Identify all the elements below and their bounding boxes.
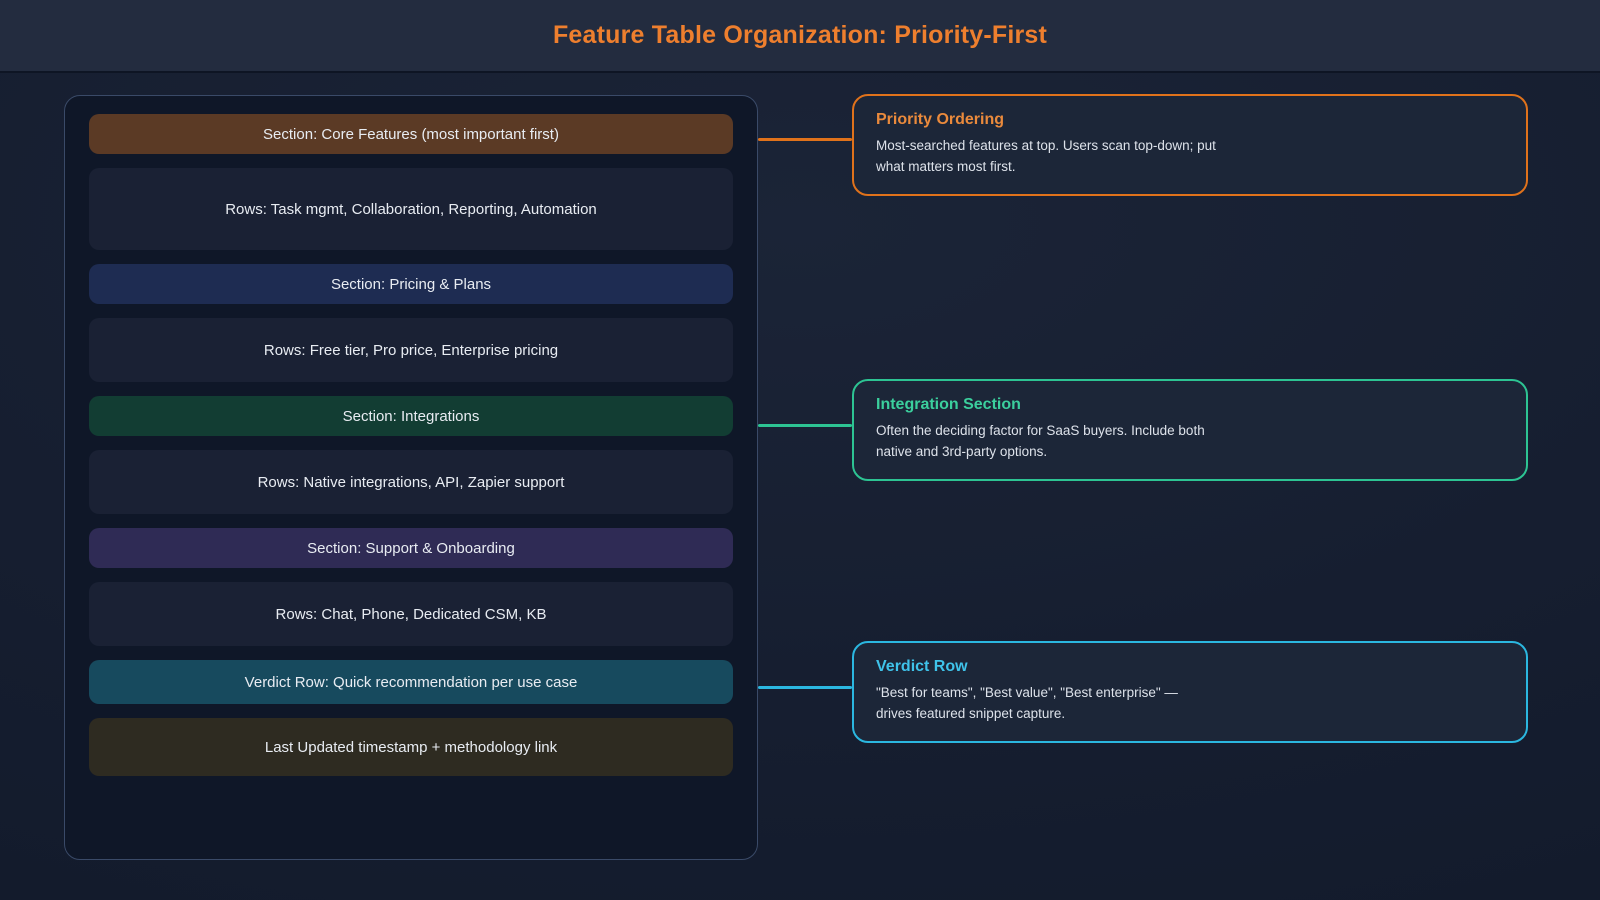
callout-title: Verdict Row xyxy=(876,658,968,675)
connector-priority-line xyxy=(758,138,852,141)
row-verdict: Verdict Row: Quick recommendation per us… xyxy=(89,660,733,704)
row-last-updated: Last Updated timestamp + methodology lin… xyxy=(89,718,733,776)
callout-title: Priority Ordering xyxy=(876,111,1005,128)
row-support-rows: Rows: Chat, Phone, Dedicated CSM, KB xyxy=(89,582,733,646)
row-section-integrations: Section: Integrations xyxy=(89,396,733,436)
callout-verdict-row: Verdict Row "Best for teams", "Best valu… xyxy=(852,641,1528,743)
connector-verdict-line xyxy=(758,686,852,689)
row-section-support: Section: Support & Onboarding xyxy=(89,528,733,568)
row-integration-rows: Rows: Native integrations, API, Zapier s… xyxy=(89,450,733,514)
callout-body: "Best for teams", "Best value", "Best en… xyxy=(876,685,1178,721)
connector-integration-line xyxy=(758,424,852,427)
callout-body: Often the deciding factor for SaaS buyer… xyxy=(876,423,1205,459)
callout-integration-section: Integration Section Often the deciding f… xyxy=(852,379,1528,481)
callout-body: Most-searched features at top. Users sca… xyxy=(876,138,1216,174)
row-section-pricing: Section: Pricing & Plans xyxy=(89,264,733,304)
row-pricing-rows: Rows: Free tier, Pro price, Enterprise p… xyxy=(89,318,733,382)
row-section-core-features: Section: Core Features (most important f… xyxy=(89,114,733,154)
row-core-feature-rows: Rows: Task mgmt, Collaboration, Reportin… xyxy=(89,168,733,250)
feature-table-panel: Section: Core Features (most important f… xyxy=(64,95,758,860)
callout-priority-ordering: Priority Ordering Most-searched features… xyxy=(852,94,1528,196)
callout-title: Integration Section xyxy=(876,396,1021,413)
header-bar: Feature Table Organization: Priority-Fir… xyxy=(0,0,1600,73)
page-title: Feature Table Organization: Priority-Fir… xyxy=(552,21,1048,49)
